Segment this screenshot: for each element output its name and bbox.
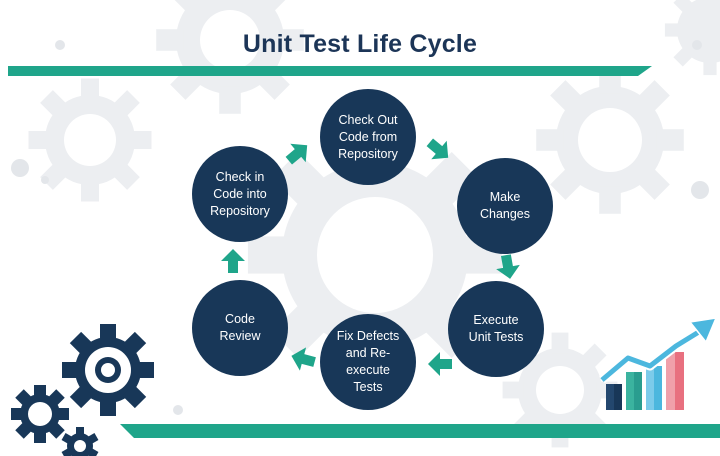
gear-icon bbox=[11, 385, 69, 443]
cycle-step-label: Make Changes bbox=[479, 190, 531, 221]
trend-arrow-icon bbox=[599, 317, 718, 384]
cycle-step-label: Check in Code into Repository bbox=[210, 169, 270, 218]
arrow-icon bbox=[428, 352, 452, 376]
arrow-icon bbox=[426, 138, 449, 160]
diagram-title: Unit Test Life Cycle bbox=[242, 30, 478, 58]
bar-chart-icon bbox=[606, 352, 684, 410]
cycle-step-make-changes: Make Changes bbox=[457, 158, 553, 254]
arrow-icon bbox=[221, 249, 245, 273]
cycle-step-label: Code Review bbox=[219, 312, 261, 343]
arrow-icon bbox=[291, 347, 316, 371]
cycle-step-check-in: Check in Code into Repository bbox=[192, 146, 288, 242]
cycle-step-check-out: Check Out Code from Repository bbox=[320, 89, 416, 185]
gear-icon bbox=[61, 427, 99, 456]
cycle-step-label: Fix Defects and Re-execute Tests bbox=[336, 329, 400, 394]
cycle-step-fix-defects: Fix Defects and Re-execute Tests bbox=[320, 314, 416, 410]
arrow-icon bbox=[285, 143, 308, 165]
cycle-step-code-review: Code Review bbox=[192, 280, 288, 376]
bottom-teal-band bbox=[120, 424, 720, 438]
gear-icon bbox=[62, 324, 154, 416]
top-teal-band bbox=[8, 66, 652, 76]
cycle-step-label: Execute Unit Tests bbox=[468, 313, 524, 344]
cycle-step-execute-tests: Execute Unit Tests bbox=[448, 281, 544, 377]
arrow-icon bbox=[496, 254, 520, 279]
cycle-step-label: Check Out Code from Repository bbox=[338, 112, 398, 161]
